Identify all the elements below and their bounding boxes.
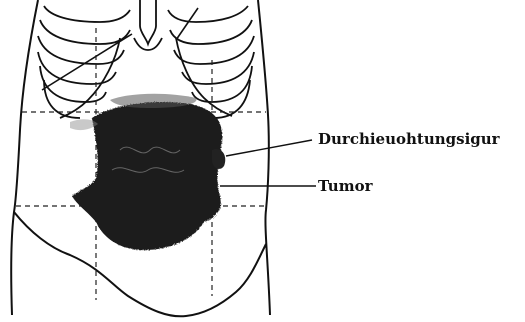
sternum [134, 0, 162, 50]
label-tumor: Tumor [318, 177, 374, 195]
tumor-mass [70, 94, 225, 250]
chest-diagonals [42, 8, 198, 90]
label-durchleuchtung: Durchieuohtungsigur [318, 130, 501, 148]
